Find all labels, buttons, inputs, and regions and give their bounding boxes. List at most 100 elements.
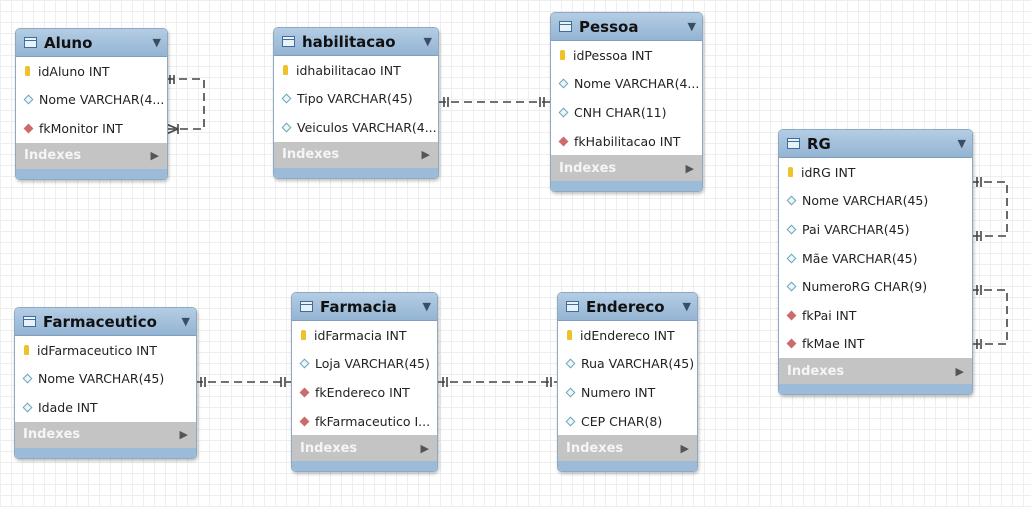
column-icon: [299, 358, 310, 369]
table-column[interactable]: idFarmacia INT: [292, 321, 437, 350]
column-label: CNH CHAR(11): [574, 104, 667, 120]
expand-arrow-icon[interactable]: ▶: [150, 149, 159, 163]
table-header[interactable]: Aluno ▼: [16, 29, 167, 57]
table-column[interactable]: CNH CHAR(11): [551, 98, 702, 127]
table-column[interactable]: fkEndereco INT: [292, 378, 437, 407]
table-column[interactable]: idAluno INT: [16, 57, 167, 86]
table-header[interactable]: RG▼: [779, 130, 972, 158]
relationship-farmaceutico-farmacia[interactable]: [195, 377, 291, 387]
column-label: Loja VARCHAR(45): [315, 356, 430, 372]
expand-arrow-icon[interactable]: ▶: [179, 428, 188, 442]
column-label: Nome VARCHAR(4...: [39, 92, 165, 108]
table-column[interactable]: Nome VARCHAR(4...: [16, 86, 167, 115]
relationship-rg-self-2[interactable]: [971, 285, 1008, 349]
indexes-section[interactable]: Indexes▶: [779, 358, 972, 385]
column-icon: [281, 93, 292, 104]
table-column[interactable]: Nome VARCHAR(4...: [551, 70, 702, 99]
collapse-arrow-icon[interactable]: ▼: [422, 300, 431, 313]
table-column[interactable]: fkPai INT: [779, 301, 972, 330]
table-column[interactable]: fkHabilitacao INT: [551, 127, 702, 156]
table-header[interactable]: Pessoa ▼: [551, 13, 702, 41]
table-column[interactable]: NumeroRG CHAR(9): [779, 272, 972, 301]
table-column[interactable]: CEP CHAR(8): [558, 407, 697, 436]
table-column[interactable]: Mãe VARCHAR(45): [779, 244, 972, 273]
collapse-arrow-icon[interactable]: ▼: [682, 300, 691, 313]
table-column[interactable]: Rua VARCHAR(45): [558, 350, 697, 379]
table-header[interactable]: habilitacao▼: [274, 28, 438, 56]
indexes-section[interactable]: Indexes▶: [292, 435, 437, 462]
expand-arrow-icon[interactable]: ▶: [680, 441, 689, 455]
relationship-aluno-self[interactable]: [165, 75, 205, 135]
table-farmaceutico[interactable]: Farmaceutico▼idFarmaceutico INT Nome VARC…: [14, 307, 197, 459]
table-column[interactable]: Loja VARCHAR(45): [292, 350, 437, 379]
table-column[interactable]: idEndereco INT: [558, 321, 697, 350]
column-icon: [786, 281, 797, 292]
table-column[interactable]: idRG INT: [779, 158, 972, 187]
table-column[interactable]: fkFarmaceutico I...: [292, 407, 437, 436]
table-name: Pessoa: [579, 17, 639, 36]
table-column[interactable]: Pai VARCHAR(45): [779, 215, 972, 244]
indexes-section[interactable]: Indexes▶: [558, 435, 697, 462]
table-footer: [274, 167, 438, 178]
collapse-arrow-icon[interactable]: ▼: [152, 36, 161, 49]
column-label: NumeroRG CHAR(9): [802, 279, 928, 295]
expand-arrow-icon[interactable]: ▶: [421, 148, 430, 162]
collapse-arrow-icon[interactable]: ▼: [687, 20, 696, 33]
collapse-arrow-icon[interactable]: ▼: [423, 35, 432, 48]
table-column[interactable]: Nome VARCHAR(45): [15, 365, 196, 394]
foreign-key-icon: [299, 387, 310, 398]
column-label: Nome VARCHAR(4...: [574, 76, 700, 92]
table-aluno[interactable]: Aluno ▼ idAluno INT Nome VARCHAR(4... fkMoni…: [15, 28, 168, 180]
primary-key-icon: [25, 66, 30, 77]
table-footer: [558, 461, 697, 472]
indexes-section[interactable]: Indexes ▶: [551, 155, 702, 182]
indexes-section[interactable]: Indexes▶: [274, 141, 438, 168]
table-column[interactable]: Idade INT: [15, 393, 196, 422]
table-farmacia[interactable]: Farmacia▼idFarmacia INT Loja VARCHAR(45) f…: [291, 292, 438, 473]
relationship-farmacia-endereco[interactable]: [437, 377, 557, 387]
table-habilitacao[interactable]: habilitacao▼ idhabilitacao INT Tipo VARCHA…: [273, 27, 439, 179]
indexes-section[interactable]: Indexes▶: [16, 142, 167, 169]
table-header[interactable]: Farmaceutico▼: [15, 308, 196, 336]
column-label: idAluno INT: [38, 63, 110, 79]
table-column[interactable]: idPessoa INT: [551, 41, 702, 70]
column-icon: [786, 253, 797, 264]
expand-arrow-icon[interactable]: ▶: [955, 364, 964, 378]
collapse-arrow-icon[interactable]: ▼: [181, 315, 190, 328]
table-column[interactable]: fkMonitor INT: [16, 114, 167, 143]
column-icon: [786, 195, 797, 206]
column-label: fkPai INT: [802, 307, 857, 323]
column-label: Nome VARCHAR(45): [38, 371, 165, 387]
table-column[interactable]: Nome VARCHAR(45): [779, 187, 972, 216]
relationship-rg-self-1[interactable]: [971, 177, 1008, 241]
table-column[interactable]: idhabilitacao INT: [274, 56, 438, 85]
table-icon: [566, 301, 579, 312]
column-label: fkFarmaceutico I...: [315, 413, 431, 429]
column-label: fkMonitor INT: [39, 120, 123, 136]
table-footer: [16, 168, 167, 179]
table-pessoa[interactable]: Pessoa ▼ idPessoa INT Nome VARCHAR(4... CNH …: [550, 12, 703, 193]
table-column[interactable]: Veiculos VARCHAR(4...: [274, 113, 438, 142]
collapse-arrow-icon[interactable]: ▼: [957, 137, 966, 150]
primary-key-icon: [24, 345, 29, 356]
foreign-key-icon: [23, 123, 34, 134]
table-header[interactable]: Endereco▼: [558, 293, 697, 321]
table-column[interactable]: fkMae INT: [779, 330, 972, 359]
table-name: Aluno: [44, 33, 93, 52]
table-column[interactable]: Tipo VARCHAR(45): [274, 85, 438, 114]
column-label: idPessoa INT: [573, 47, 653, 63]
table-header[interactable]: Farmacia▼: [292, 293, 437, 321]
expand-arrow-icon[interactable]: ▶: [685, 161, 694, 175]
indexes-section[interactable]: Indexes▶: [15, 421, 196, 448]
relationship-habilitacao-pessoa[interactable]: [438, 97, 550, 107]
column-label: idhabilitacao INT: [296, 62, 401, 78]
table-column[interactable]: idFarmaceutico INT: [15, 336, 196, 365]
foreign-key-icon: [786, 338, 797, 349]
table-footer: [551, 181, 702, 192]
indexes-label: Indexes: [559, 160, 617, 176]
table-column[interactable]: Numero INT: [558, 378, 697, 407]
column-icon: [22, 402, 33, 413]
expand-arrow-icon[interactable]: ▶: [420, 441, 429, 455]
